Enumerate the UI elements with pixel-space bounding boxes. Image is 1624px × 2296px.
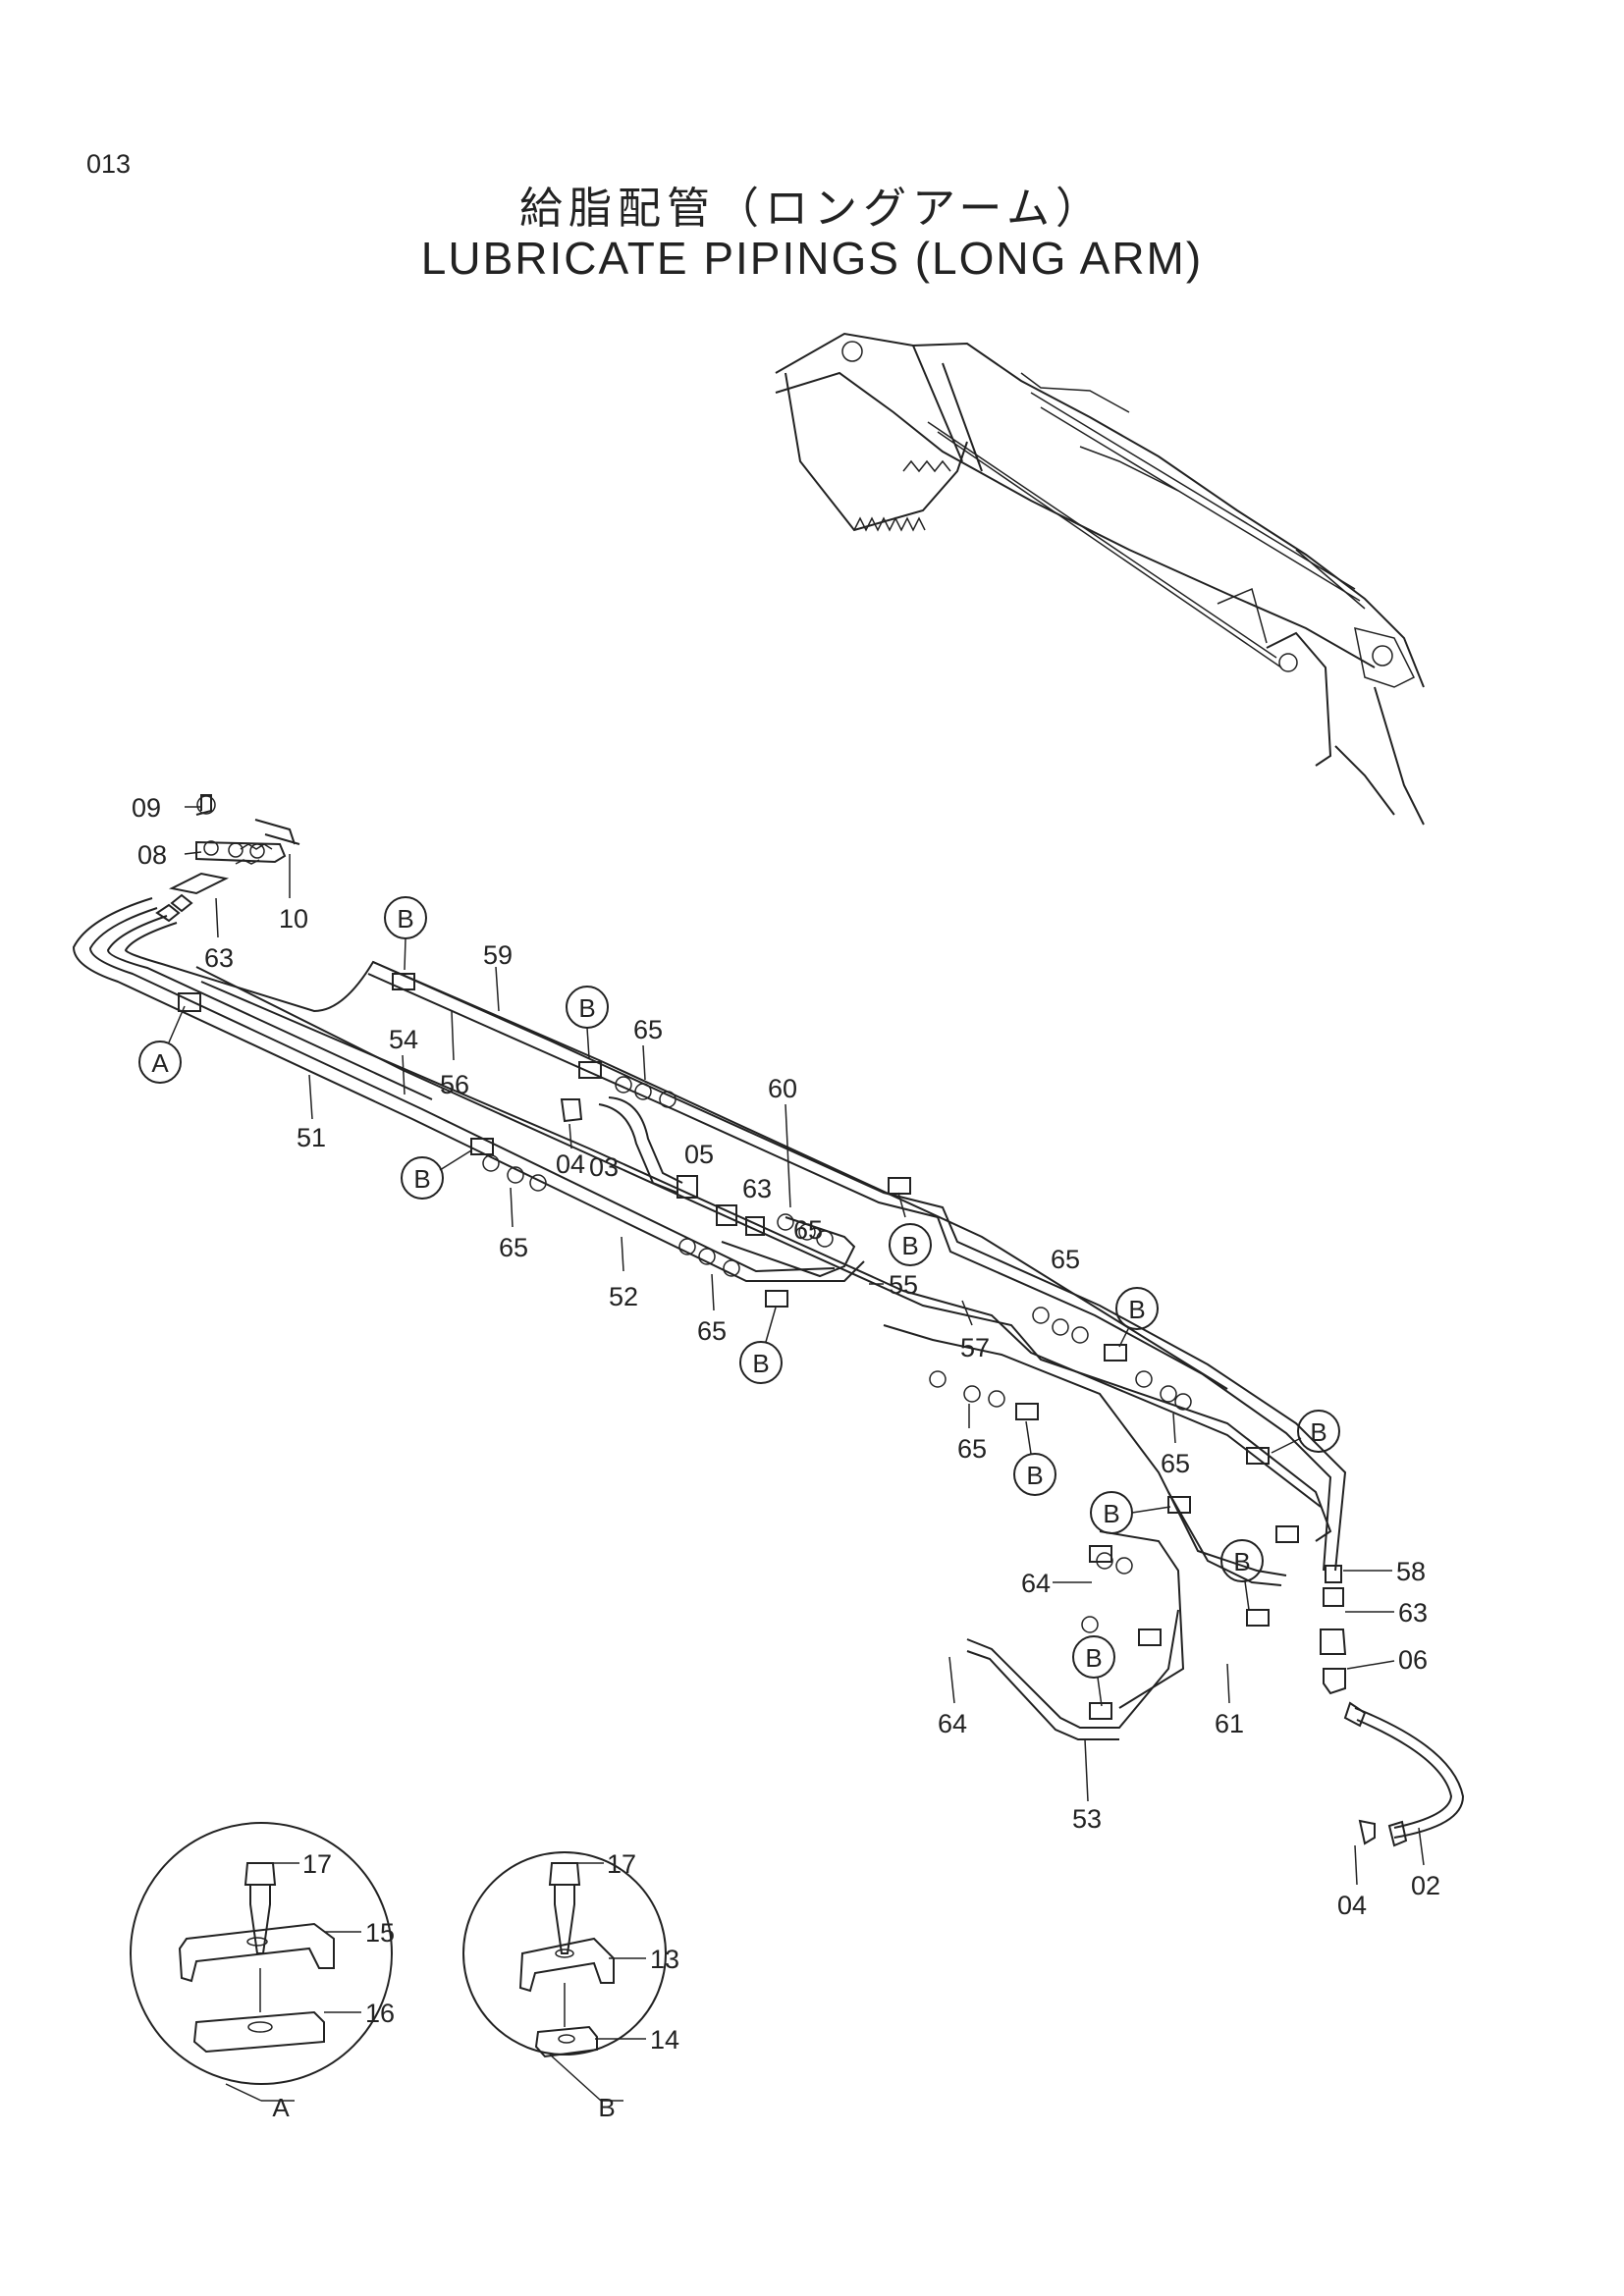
part-label: 65: [1051, 1245, 1080, 1274]
part-label: 56: [440, 1070, 469, 1099]
svg-text:B: B: [1310, 1417, 1326, 1447]
part-label: 65: [499, 1233, 528, 1262]
ref-marker-b: B: [1220, 1539, 1264, 1611]
part-label: 09: [132, 793, 161, 823]
part-label: 57: [960, 1333, 990, 1362]
ref-marker-b: B: [401, 1149, 472, 1200]
svg-text:B: B: [413, 1164, 430, 1194]
part-label: 54: [389, 1025, 418, 1054]
part-label: 53: [1072, 1804, 1102, 1834]
part-label: 10: [279, 904, 308, 934]
svg-text:B: B: [752, 1349, 769, 1378]
detail-label: 15: [365, 1918, 395, 1948]
part-labels: 09 08 10 63 51 54 56 59 65 04 03 05 63 6…: [132, 793, 1440, 1920]
part-label: 65: [957, 1434, 987, 1464]
part-label: 03: [589, 1152, 619, 1182]
svg-text:B: B: [901, 1231, 918, 1260]
ref-marker-b: B: [1271, 1410, 1340, 1454]
part-label: 51: [297, 1123, 326, 1152]
svg-text:B: B: [1085, 1643, 1102, 1673]
arm-overview-illustration: [775, 332, 1425, 826]
manifold-bolt-assembly: [155, 843, 273, 923]
part-label: 52: [609, 1282, 638, 1311]
part-label: 05: [684, 1140, 714, 1169]
lubricate-pipe-bundle: [72, 794, 1465, 1847]
detail-label: 16: [365, 1999, 395, 2028]
ref-marker-b: B: [566, 986, 609, 1059]
ref-marker-b: B: [739, 1307, 783, 1384]
detail-key: B: [598, 2093, 615, 2122]
part-label: 61: [1215, 1709, 1244, 1738]
svg-text:B: B: [578, 993, 595, 1023]
ref-marker-a: A: [138, 1005, 186, 1084]
svg-text:B: B: [1103, 1499, 1119, 1528]
ref-marker-b: B: [889, 1192, 932, 1266]
ref-marker-b: B: [384, 896, 427, 971]
svg-text:A: A: [151, 1048, 169, 1078]
svg-text:B: B: [397, 904, 413, 934]
part-label: 65: [793, 1215, 823, 1245]
svg-text:B: B: [1026, 1461, 1043, 1490]
part-label: 64: [1021, 1569, 1051, 1598]
part-label: 59: [483, 940, 513, 970]
part-label: 06: [1398, 1645, 1428, 1675]
svg-text:B: B: [1233, 1547, 1250, 1576]
detail-label: 13: [650, 1945, 679, 1974]
detail-label: 17: [302, 1849, 332, 1879]
part-label: 64: [938, 1709, 967, 1738]
detail-label: 17: [607, 1849, 636, 1879]
pipe-clamps: [178, 973, 1299, 1720]
leader-lines: [184, 806, 1425, 1886]
ref-marker-b: B: [1090, 1491, 1171, 1534]
ref-marker-b: B: [1072, 1635, 1115, 1707]
page-number: 013: [86, 149, 132, 179]
title-english: LUBRICATE PIPINGS (LONG ARM): [420, 233, 1204, 284]
part-label: 08: [137, 840, 167, 870]
part-label: 63: [742, 1174, 772, 1203]
part-label: 60: [768, 1074, 797, 1103]
part-label: 02: [1411, 1871, 1440, 1900]
part-label: 65: [697, 1316, 727, 1346]
detail-view-b: 17 13 14 B: [462, 1849, 679, 2122]
part-label: 55: [889, 1270, 918, 1300]
detail-label: 14: [650, 2025, 679, 2055]
detail-view-a: 17 15 16 A: [130, 1822, 395, 2122]
reference-markers: A B B B B B B: [138, 896, 1340, 1707]
detail-key: A: [272, 2093, 290, 2122]
part-label: 58: [1396, 1557, 1426, 1586]
part-label: 63: [204, 943, 234, 973]
couplings: [482, 1076, 1192, 1633]
part-label: 04: [1337, 1891, 1367, 1920]
part-label: 65: [633, 1015, 663, 1044]
part-label: 04: [556, 1149, 585, 1179]
ref-marker-b: B: [1115, 1287, 1159, 1348]
ref-marker-b: B: [1013, 1420, 1056, 1496]
svg-text:B: B: [1128, 1295, 1145, 1324]
part-label: 63: [1398, 1598, 1428, 1628]
part-label: 65: [1161, 1449, 1190, 1478]
title-japanese: 給脂配管（ロングアーム）: [518, 184, 1106, 234]
